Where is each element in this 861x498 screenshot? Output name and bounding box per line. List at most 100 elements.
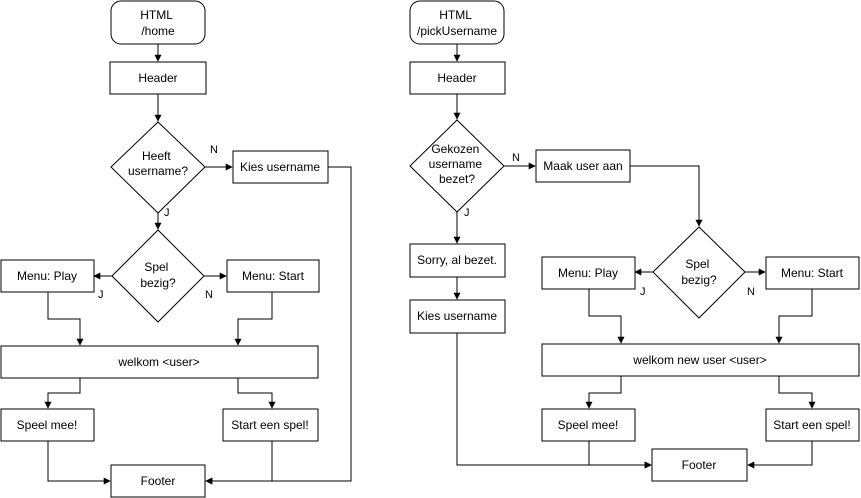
footer-label: Footer bbox=[141, 474, 176, 488]
sorry-label: Sorry, al bezet. bbox=[417, 253, 497, 267]
edge-label-username-yes: J bbox=[164, 207, 170, 219]
decision-username-taken-line-1: Gekozen bbox=[431, 142, 479, 156]
right-node-q-game: Spel bezig? bbox=[652, 226, 746, 319]
left-node-q-game: Spel bezig? bbox=[111, 229, 205, 323]
svg-text:Gekozen username: Gekozen username bezet? bbox=[429, 142, 486, 186]
left-node-join: Speel mee! bbox=[0, 408, 95, 442]
right-edges bbox=[453, 44, 816, 469]
menu-play-label: Menu: Play bbox=[17, 269, 77, 283]
menu-play-box bbox=[0, 259, 95, 293]
menu-start-box bbox=[226, 259, 320, 293]
start-terminal bbox=[110, 0, 206, 45]
header-box bbox=[109, 61, 207, 95]
edge-welcome-to-join bbox=[44, 378, 81, 409]
decision-game-busy bbox=[111, 229, 205, 323]
r-start-label-line-1: HTML bbox=[439, 8, 472, 22]
right-node-q-taken: Gekozen username bezet? bbox=[409, 119, 505, 213]
r-join-label: Speel mee! bbox=[558, 418, 619, 432]
choose-username-box bbox=[232, 150, 329, 184]
r-footer-box bbox=[651, 448, 748, 482]
r-start-game-label: Start een spel! bbox=[773, 418, 850, 432]
r-welcome-label: welkom new user <user> bbox=[632, 353, 766, 367]
left-node-header: Header bbox=[109, 61, 207, 95]
svg-text:Spel bezig?: Spel bezig? bbox=[140, 260, 176, 290]
svg-text:Heeft username?: Heeft username? bbox=[128, 149, 188, 178]
edge-start-game-to-footer bbox=[205, 441, 273, 485]
right-node-footer: Footer bbox=[651, 448, 748, 482]
r-header-label: Header bbox=[437, 71, 476, 85]
header-label: Header bbox=[138, 71, 177, 85]
r-footer-label: Footer bbox=[682, 458, 717, 472]
decision-game-busy-line-2: bezig? bbox=[140, 276, 176, 290]
r-menu-play-label: Menu: Play bbox=[558, 266, 618, 280]
left-node-choose-username: Kies username bbox=[232, 150, 329, 184]
edge-r-create-user-to-q-game bbox=[630, 165, 703, 227]
r-menu-start-label: Menu: Start bbox=[781, 266, 844, 280]
r-decision-game-busy-line-1: Spel bbox=[685, 257, 709, 271]
edge-label-r-game-yes: J bbox=[640, 286, 646, 298]
decision-has-username bbox=[110, 121, 206, 214]
r-choose-username-box bbox=[409, 299, 506, 334]
start-game-box bbox=[222, 408, 319, 442]
r-menu-start-box bbox=[765, 256, 860, 290]
start-label-line-2: /home bbox=[141, 24, 175, 38]
svg-text:HTML /home: HTML /home bbox=[140, 8, 176, 38]
decision-username-taken-line-2: username bbox=[429, 157, 483, 171]
edge-welcome-to-start-game bbox=[237, 378, 276, 409]
edge-label-username-no: N bbox=[210, 144, 218, 156]
right-node-join: Speel mee! bbox=[541, 408, 636, 442]
edge-label-r-game-no: N bbox=[747, 286, 755, 298]
svg-text:HTML /pickUsername: HTML /pickUsername bbox=[417, 8, 497, 38]
right-node-choose-username: Kies username bbox=[409, 299, 506, 334]
create-user-label: Maak user aan bbox=[543, 159, 622, 173]
decision-has-username-line-1: Heeft bbox=[142, 149, 171, 163]
edge-choose-username-to-footer bbox=[205, 166, 352, 485]
edge-label-game-yes: J bbox=[98, 289, 104, 301]
left-node-menu-start: Menu: Start bbox=[226, 259, 320, 293]
edge-r-menu-play-to-welcome bbox=[588, 289, 625, 344]
decision-username-taken bbox=[409, 119, 505, 213]
welcome-box bbox=[0, 345, 319, 379]
edge-r-join-to-footer bbox=[588, 441, 652, 469]
edge-label-taken-no: N bbox=[512, 152, 520, 164]
create-user-box bbox=[535, 149, 631, 183]
right-node-menu-play: Menu: Play bbox=[541, 256, 636, 290]
svg-text:Spel bezig?: Spel bezig? bbox=[681, 257, 717, 287]
r-menu-play-box bbox=[541, 256, 636, 290]
r-decision-game-busy bbox=[652, 226, 746, 319]
right-node-create-user: Maak user aan bbox=[535, 149, 631, 183]
footer-box bbox=[110, 464, 206, 498]
right-node-start: HTML /pickUsername bbox=[409, 0, 505, 45]
join-box bbox=[0, 408, 95, 442]
edge-r-welcome-to-start-game bbox=[778, 376, 816, 409]
r-start-terminal bbox=[409, 0, 505, 45]
left-node-start: HTML /home bbox=[110, 0, 206, 45]
welcome-label: welkom <user> bbox=[117, 355, 199, 369]
decision-username-taken-line-3: bezet? bbox=[439, 172, 475, 186]
edge-join-to-footer bbox=[47, 441, 111, 485]
edge-r-welcome-to-join bbox=[585, 376, 622, 409]
edge-menu-start-to-welcome bbox=[234, 292, 273, 346]
left-node-q-username: Heeft username? bbox=[110, 121, 206, 214]
right-flowchart: N J J N HTML /pickUsername Header Gekoze… bbox=[409, 0, 860, 482]
r-start-game-box bbox=[765, 408, 860, 442]
choose-username-label: Kies username bbox=[240, 160, 320, 174]
edge-r-menu-start-to-welcome bbox=[775, 289, 813, 344]
decision-game-busy-line-1: Spel bbox=[144, 260, 168, 274]
right-node-header: Header bbox=[409, 61, 506, 95]
r-choose-username-label: Kies username bbox=[417, 309, 497, 323]
left-node-welcome: welkom <user> bbox=[0, 345, 319, 379]
decision-has-username-line-2: username? bbox=[128, 164, 188, 178]
r-decision-game-busy-line-2: bezig? bbox=[681, 273, 717, 287]
left-edges bbox=[44, 44, 352, 485]
edge-menu-play-to-welcome bbox=[47, 292, 84, 346]
r-header-box bbox=[409, 61, 506, 95]
r-welcome-box bbox=[541, 343, 860, 377]
left-node-footer: Footer bbox=[110, 464, 206, 498]
start-label-line-1: HTML bbox=[140, 8, 173, 22]
r-start-label-line-2: /pickUsername bbox=[417, 24, 497, 38]
edge-r-start-game-to-footer bbox=[747, 441, 813, 469]
right-node-sorry: Sorry, al bezet. bbox=[409, 243, 506, 278]
left-node-menu-play: Menu: Play bbox=[0, 259, 95, 293]
